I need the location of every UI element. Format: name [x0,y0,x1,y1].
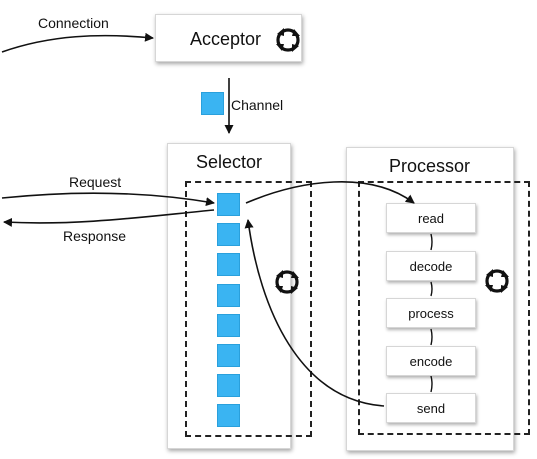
request-label: Request [69,174,122,190]
channel-label: Channel [231,97,284,113]
selector-queue-border [185,181,312,437]
acceptor-box: Acceptor [155,14,302,62]
connection-arrow [1,32,154,53]
queued-channel-square [217,193,240,216]
processor-title: Processor [389,156,471,176]
queued-channel-square [217,344,240,367]
step-read: read [386,203,476,233]
queued-channel-square [217,313,240,337]
acceptor-title: Acceptor [190,29,262,49]
selector-title: Selector [196,152,263,172]
queued-channel-square [217,283,240,307]
cycle-arrows-icon [276,28,300,52]
queued-channel-square [217,404,240,428]
step-decode: decode [386,251,476,281]
step-send: send [386,393,476,423]
connection-label: Connection [38,15,109,31]
step-encode: encode [386,346,476,376]
queued-channel-square [217,253,240,277]
cycle-arrows-icon [275,270,299,294]
cycle-arrows-icon [485,269,509,293]
response-label: Response [63,228,127,244]
step-process: process [386,298,476,328]
channel-square [201,92,224,115]
queued-channel-square [217,374,240,398]
queued-channel-square [217,223,240,247]
